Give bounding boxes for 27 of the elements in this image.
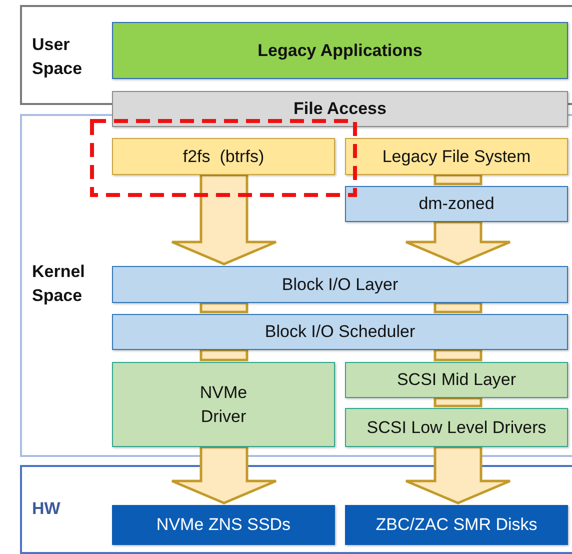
- block-arrow: [434, 396, 482, 408]
- device-box: ZBC/ZAC SMR Disks: [345, 505, 568, 545]
- block-arrow: [434, 302, 482, 314]
- block-arrow: [404, 220, 512, 266]
- block-arrow: [434, 348, 482, 362]
- layer-box: Legacy File System: [345, 138, 568, 175]
- layer-band: [20, 465, 572, 554]
- layer-box: NVMe Driver: [112, 362, 335, 447]
- block-arrow: [200, 302, 248, 314]
- layer-box: Block I/O Layer: [112, 266, 568, 303]
- layer-box: SCSI Low Level Drivers: [345, 408, 568, 447]
- layer-box: dm-zoned: [345, 186, 568, 222]
- layer-box: Legacy Applications: [112, 22, 568, 79]
- layer-box: Block I/O Scheduler: [112, 314, 568, 350]
- block-arrow: [200, 348, 248, 362]
- layer-box: SCSI Mid Layer: [345, 362, 568, 398]
- block-arrow: [170, 446, 278, 504]
- block-arrow: [434, 174, 482, 186]
- layer-band: [20, 114, 572, 457]
- layer-label: HW: [32, 498, 62, 520]
- layer-box: f2fs (btrfs): [112, 138, 335, 175]
- block-arrow: [404, 446, 512, 504]
- layer-label: User Space: [32, 34, 84, 80]
- layer-label: Kernel Space: [32, 261, 86, 307]
- device-box: NVMe ZNS SSDs: [112, 505, 335, 545]
- layer-box: File Access: [112, 91, 568, 127]
- block-arrow: [170, 174, 278, 266]
